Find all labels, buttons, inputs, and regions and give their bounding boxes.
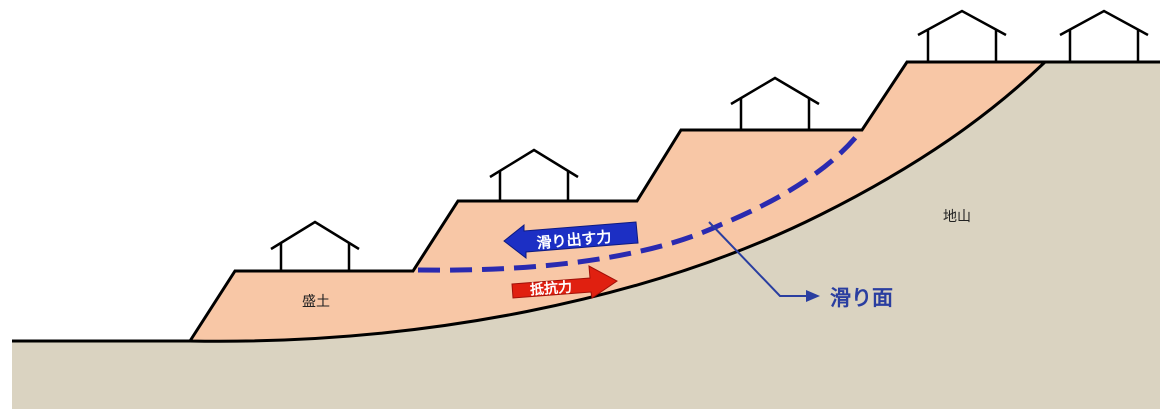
house-2 <box>490 150 578 201</box>
slip-surface-label: 滑り面 <box>830 286 893 310</box>
house-1 <box>271 222 359 271</box>
house-4 <box>918 11 1006 62</box>
house-3 <box>731 78 819 130</box>
resisting-force-label: 抵抗力 <box>529 279 572 299</box>
fill-soil-label: 盛土 <box>302 294 330 310</box>
house-5 <box>1060 11 1148 62</box>
natural-ground-label: 地山 <box>943 209 971 225</box>
